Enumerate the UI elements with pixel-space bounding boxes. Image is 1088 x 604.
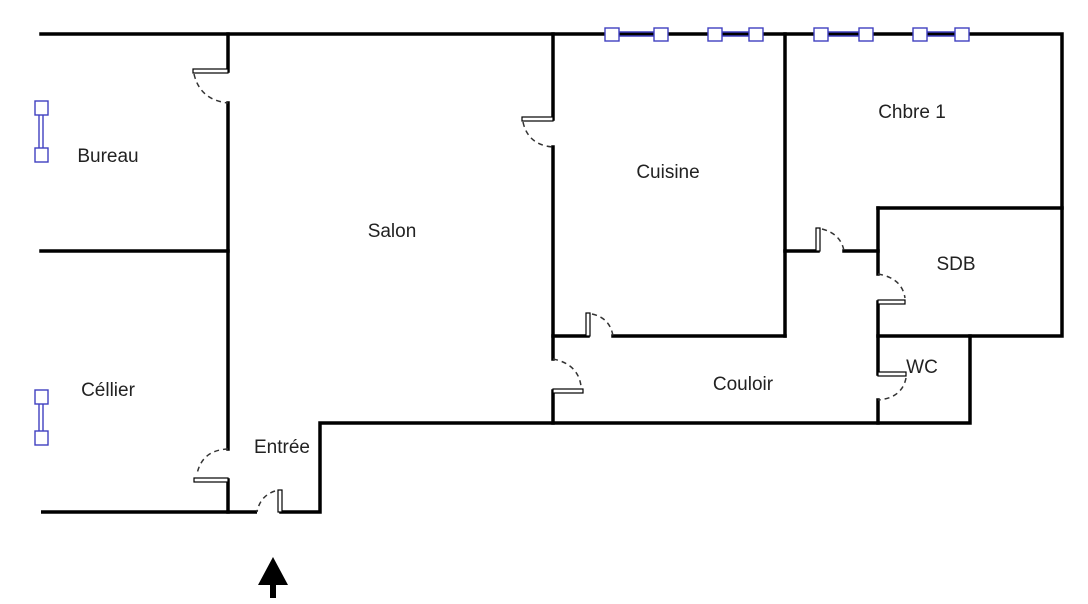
door-wc: [877, 371, 907, 401]
windows: [34, 27, 970, 446]
door-salon-cuisine: [521, 116, 554, 148]
window-chambre-1: [813, 27, 874, 42]
door-entrance[interactable]: [256, 489, 283, 513]
room-label-wc: WC: [906, 357, 938, 378]
room-label-cellier: Céllier: [81, 380, 136, 401]
door-cuisine: [585, 312, 614, 337]
window-cuisine-1: [604, 27, 669, 42]
room-label-cuisine: Cuisine: [636, 162, 699, 183]
room-label-chambre: Chbre 1: [878, 102, 946, 123]
door-sdb: [877, 273, 906, 305]
room-label-sdb: SDB: [936, 254, 975, 275]
window-cuisine-2: [707, 27, 764, 42]
window-cellier: [34, 389, 49, 446]
door-chambre: [815, 227, 845, 252]
window-bureau: [34, 100, 49, 163]
door-bureau: [192, 68, 229, 104]
outer-wall: [39, 32, 1064, 514]
door-cellier: [193, 448, 229, 483]
doors: [192, 68, 907, 513]
door-couloir: [552, 358, 584, 394]
room-labels: Bureau Salon Cuisine Chbre 1 SDB WC Coul…: [77, 102, 975, 458]
room-label-salon: Salon: [368, 221, 417, 242]
arrow-up-icon: [258, 557, 288, 598]
room-label-entree: Entrée: [254, 437, 310, 458]
walls: [39, 32, 1064, 514]
room-label-bureau: Bureau: [77, 146, 138, 167]
room-label-couloir: Couloir: [713, 374, 774, 395]
window-chambre-2: [912, 27, 970, 42]
